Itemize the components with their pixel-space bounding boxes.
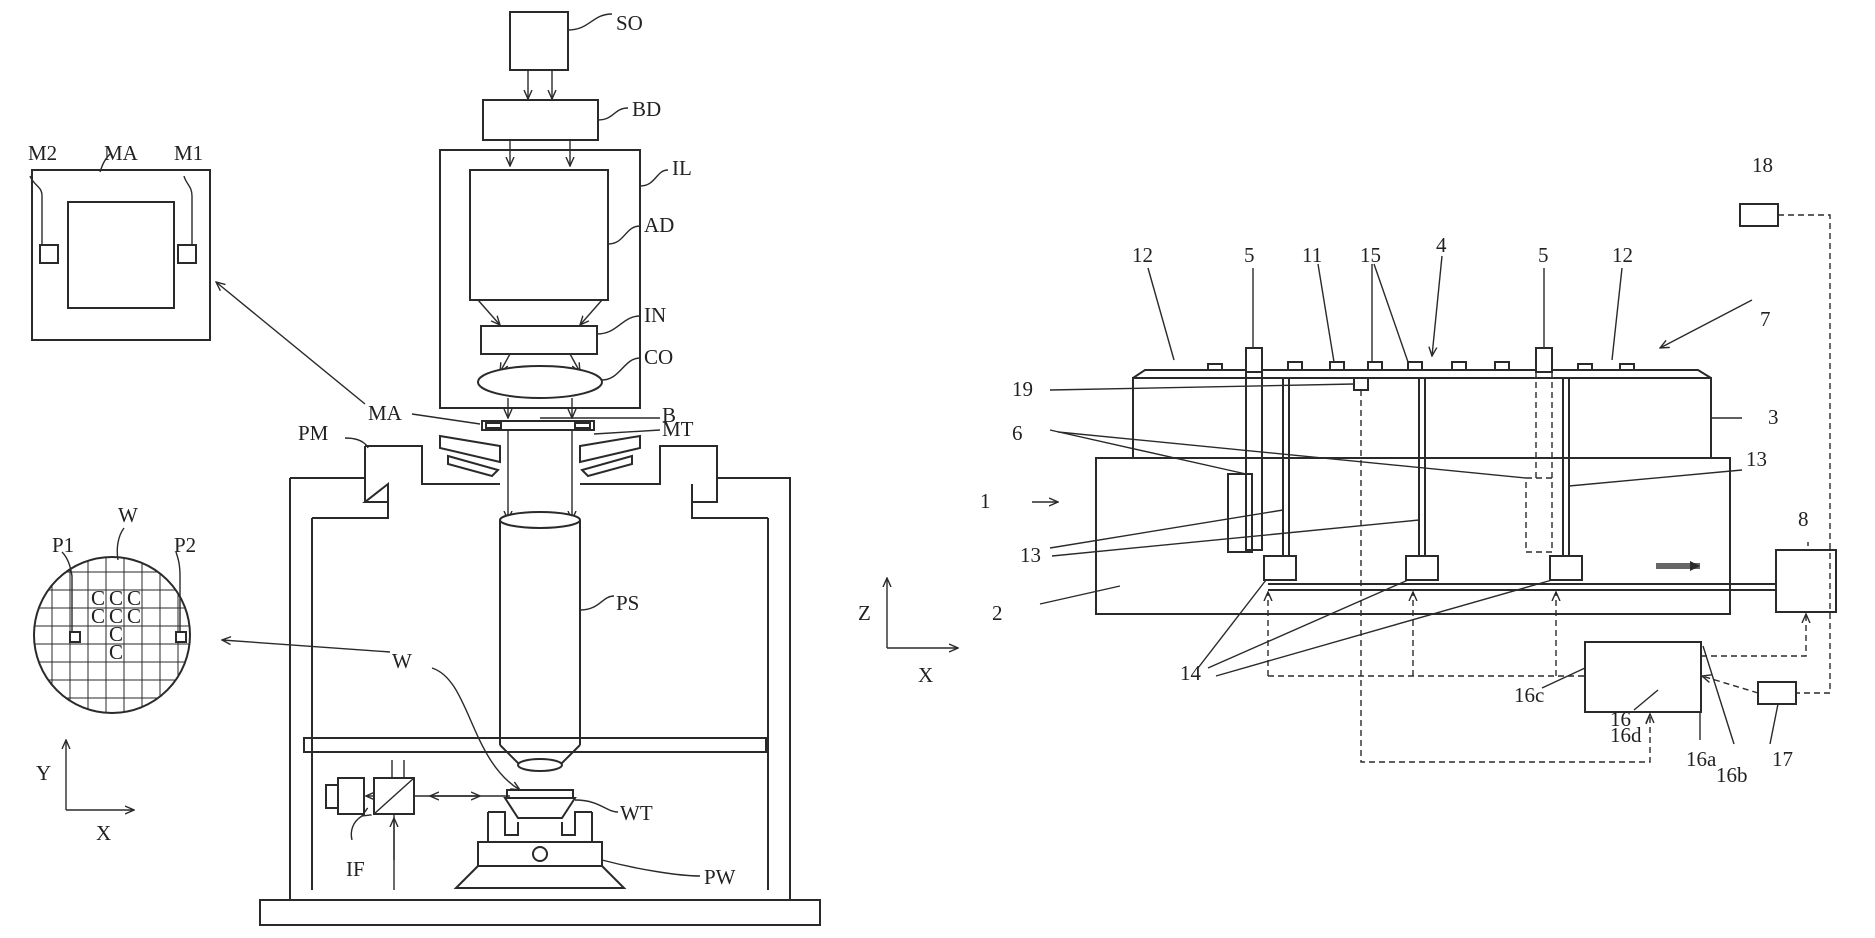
mask-inset: M2 MA M1: [28, 141, 365, 404]
label-if: IF: [346, 857, 365, 881]
positioner-base: [456, 866, 624, 888]
label-12-left: 12: [1132, 243, 1153, 267]
actuator-6-left: [1228, 474, 1252, 552]
substrate-alignment-mark-p1: [70, 632, 80, 642]
sensor-14-right: [1550, 556, 1582, 580]
adjuster-box: [470, 170, 608, 300]
label-6: 6: [1012, 421, 1023, 445]
sensor-14-middle: [1406, 556, 1438, 580]
label-4: 4: [1436, 233, 1447, 257]
label-w-inset: W: [118, 503, 138, 527]
label-p2: P2: [174, 533, 196, 557]
die-c: C: [109, 640, 123, 664]
base-plate: [260, 900, 820, 925]
axis-label-z: Z: [858, 601, 871, 625]
label-14: 14: [1180, 661, 1202, 685]
label-18: 18: [1752, 153, 1773, 177]
label-w-main: W: [392, 649, 412, 673]
mask-alignment-mark-m2: [40, 245, 58, 263]
label-16d: 16d: [1610, 723, 1642, 747]
die-c: C: [127, 604, 141, 628]
control-unit-16: [1585, 642, 1701, 712]
frame-top: [365, 446, 717, 502]
label-ad: AD: [644, 213, 674, 237]
label-pw: PW: [704, 865, 736, 889]
axis-label-x: X: [96, 821, 111, 845]
unit-18: [1740, 204, 1778, 226]
body-3: [1133, 378, 1711, 458]
label-3: 3: [1768, 405, 1779, 429]
lithographic-apparatus: SO BD IL AD IN CO MA B: [260, 11, 820, 925]
label-ma-main: MA: [368, 401, 403, 425]
beam-delivery-box: [483, 100, 598, 140]
sensor-14-left: [1264, 556, 1296, 580]
condenser-lens: [478, 366, 602, 398]
label-m1: M1: [174, 141, 203, 165]
unit-17: [1758, 682, 1796, 704]
label-wt: WT: [620, 801, 653, 825]
substrate-holder-figure: 12 5 11 15 4 5 12 18 7 19 6 3 13 1 8 13 …: [980, 153, 1836, 787]
label-p1: P1: [52, 533, 74, 557]
axis-label-y: Y: [36, 761, 51, 785]
zx-axes: Z X: [858, 578, 958, 687]
source-box: [510, 12, 568, 70]
xy-axes: Y X: [36, 740, 134, 845]
projection-system: [500, 520, 580, 745]
die-c: C: [91, 604, 105, 628]
integrator-box: [481, 326, 597, 354]
label-5-left: 5: [1244, 243, 1255, 267]
label-7: 7: [1760, 307, 1771, 331]
label-13-right: 13: [1746, 447, 1767, 471]
label-17: 17: [1772, 747, 1793, 771]
label-1: 1: [980, 489, 991, 513]
label-19: 19: [1012, 377, 1033, 401]
label-in: IN: [644, 303, 666, 327]
label-ma-inset: MA: [104, 141, 139, 165]
rod-13-left: [1283, 378, 1289, 558]
label-16a: 16a: [1686, 747, 1717, 771]
wafer: [507, 790, 573, 798]
label-13-left: 13: [1020, 543, 1041, 567]
label-15: 15: [1360, 243, 1381, 267]
pin-5-left: [1246, 348, 1262, 372]
label-ps: PS: [616, 591, 639, 615]
wafer-inset: C C C C C C C C P1 W P2: [30, 503, 390, 716]
wafer-table: [505, 798, 575, 818]
sensor-19: [1354, 378, 1368, 390]
label-pm: PM: [298, 421, 329, 445]
label-bd: BD: [632, 97, 661, 121]
label-16b: 16b: [1716, 763, 1748, 787]
label-2: 2: [992, 601, 1003, 625]
axis-label-x2: X: [918, 663, 933, 687]
label-16c: 16c: [1514, 683, 1544, 707]
label-mt: MT: [662, 417, 694, 441]
rod-13-right: [1563, 378, 1569, 558]
controller-8: [1776, 550, 1836, 612]
label-co: CO: [644, 345, 673, 369]
mask-alignment-mark-m1: [178, 245, 196, 263]
label-so: SO: [616, 11, 643, 35]
label-12-right: 12: [1612, 243, 1633, 267]
pin-5-right: [1536, 348, 1552, 372]
label-8: 8: [1798, 507, 1809, 531]
top-plate-7: [1133, 370, 1711, 378]
label-11: 11: [1302, 243, 1322, 267]
label-5-right: 5: [1538, 243, 1549, 267]
substrate-alignment-mark-p2: [176, 632, 186, 642]
label-m2: M2: [28, 141, 57, 165]
label-il: IL: [672, 156, 692, 180]
burls-15: [1208, 362, 1634, 370]
